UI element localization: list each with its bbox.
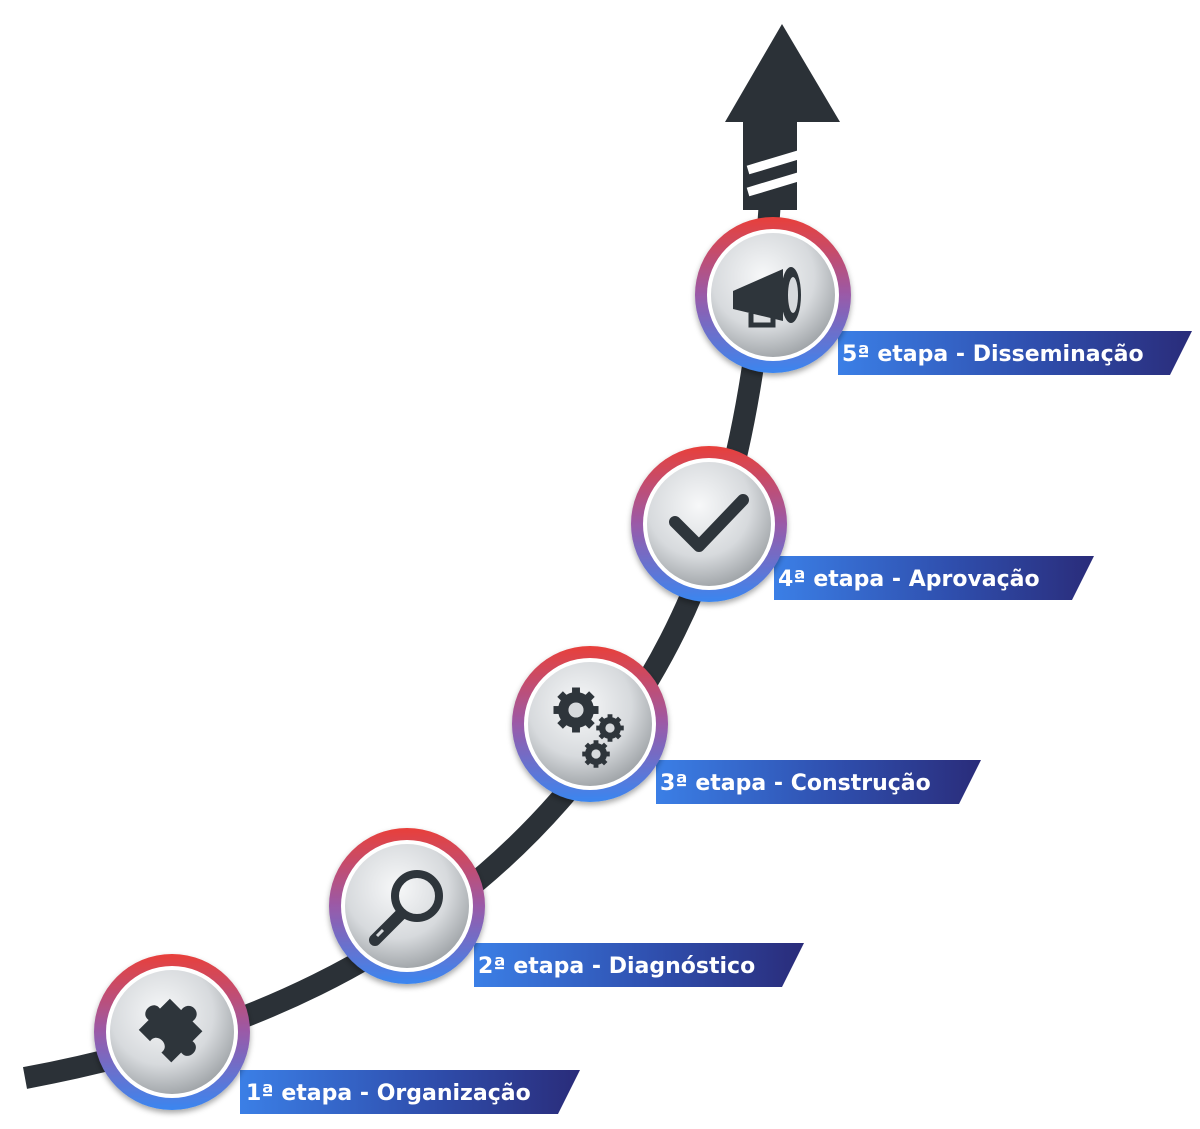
stage-3: 3ª etapa - Construção [512, 646, 981, 804]
stage-5-label-banner [838, 331, 1192, 375]
stage-2-label-banner [474, 943, 804, 987]
stage-3-badge [512, 646, 668, 802]
stage-4-label: 4ª etapa - Aprovação [778, 567, 1040, 592]
stage-1-badge [94, 954, 250, 1110]
stage-1-label: 1ª etapa - Organização [246, 1081, 531, 1106]
stage-1-label-banner [240, 1070, 580, 1114]
magnifier-icon [369, 870, 443, 946]
stage-4-label-banner [774, 556, 1094, 600]
gears-icon [553, 687, 624, 768]
stage-2-badge [329, 828, 485, 984]
stage-3-label: 3ª etapa - Construção [660, 771, 931, 796]
stage-5-badge [695, 217, 851, 373]
stage-2-label: 2ª etapa - Diagnóstico [478, 954, 755, 979]
stage-5: 5ª etapa - Disseminação [695, 217, 1192, 375]
stage-4-badge [631, 446, 787, 602]
puzzle-icon [138, 998, 203, 1063]
arrow-head [725, 24, 840, 210]
stage-4: 4ª etapa - Aprovação [631, 446, 1094, 602]
checkmark-icon [669, 494, 749, 552]
stage-5-label: 5ª etapa - Disseminação [842, 342, 1144, 367]
stage-1: 1ª etapa - Organização [94, 954, 580, 1114]
megaphone-icon [733, 267, 801, 328]
stage-3-label-banner [656, 760, 981, 804]
stage-2: 2ª etapa - Diagnóstico [329, 828, 804, 987]
